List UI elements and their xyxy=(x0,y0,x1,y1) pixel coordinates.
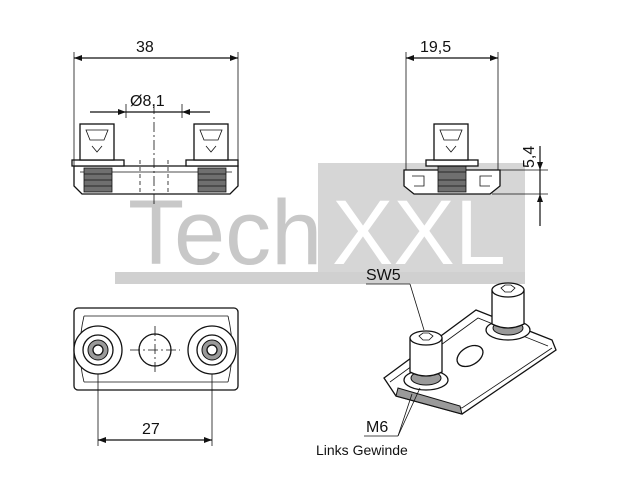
watermark: Tech XXL xyxy=(115,163,525,284)
watermark-text-tech: Tech xyxy=(128,182,322,284)
isometric-view: SW5 M6 Links Gewinde xyxy=(316,267,557,458)
dimension-hole-diameter: Ø8,1 xyxy=(130,93,165,110)
top-view: 27 xyxy=(73,307,239,446)
front-view: 38 Ø8,1 xyxy=(71,39,239,204)
dimension-overall-length: 38 xyxy=(136,39,154,56)
dimension-hole-spacing: 27 xyxy=(142,421,160,438)
label-thread-size: M6 xyxy=(366,419,388,436)
label-wrench-size: SW5 xyxy=(366,267,401,284)
dimension-height: 5,4 xyxy=(521,146,538,168)
watermark-band xyxy=(115,272,525,284)
dimension-width: 19,5 xyxy=(420,39,451,56)
side-view: 19,5 5,4 xyxy=(403,39,548,226)
watermark-text-xxl: XXL xyxy=(332,182,506,284)
label-thread-note: Links Gewinde xyxy=(316,442,408,458)
